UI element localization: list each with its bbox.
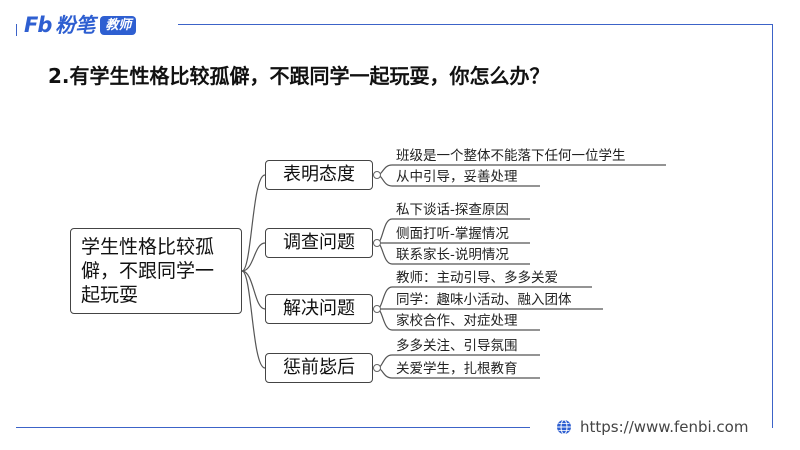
question-title: 2.有学生性格比较孤僻，不跟同学一起玩耍，你怎么办？ bbox=[48, 64, 550, 88]
leaf-item: 私下谈话-探查原因 bbox=[396, 202, 509, 218]
frame-right-line bbox=[772, 24, 773, 428]
connector-root-branch3 bbox=[241, 270, 266, 310]
leaf-item: 家校合作、对症处理 bbox=[396, 313, 518, 329]
connector-root-branch2 bbox=[241, 242, 266, 272]
collapse-toggle-icon[interactable] bbox=[373, 305, 381, 313]
collapse-toggle-icon[interactable] bbox=[373, 171, 381, 179]
frame-left-line bbox=[16, 24, 17, 36]
branch-node-investigate: 调查问题 bbox=[265, 228, 373, 258]
connector-root-branch1 bbox=[241, 174, 266, 272]
footer-url-text: https://www.fenbi.com bbox=[580, 418, 749, 436]
leaf-item: 班级是一个整体不能落下任何一位学生 bbox=[396, 148, 626, 164]
leaf-item: 从中引导，妥善处理 bbox=[396, 169, 518, 185]
brand-name: 粉笔 bbox=[55, 13, 96, 37]
connector-root-branch4 bbox=[241, 270, 266, 369]
leaf-item: 侧面打听-掌握情况 bbox=[396, 226, 509, 242]
globe-icon bbox=[556, 419, 572, 435]
brand-logo: Fb 粉笔 教师 bbox=[24, 12, 137, 38]
collapse-toggle-icon[interactable] bbox=[373, 239, 381, 247]
brand-mark: Fb bbox=[24, 13, 52, 37]
footer-url-link[interactable]: https://www.fenbi.com bbox=[556, 416, 748, 438]
branch-node-prevent: 惩前毖后 bbox=[265, 353, 373, 383]
leaf-item: 教师：主动引导、多多关爱 bbox=[396, 270, 558, 286]
frame-bottom-line bbox=[16, 427, 530, 428]
leaf-item: 关爱学生，扎根教育 bbox=[396, 361, 518, 377]
leaf-item: 联系家长-说明情况 bbox=[396, 247, 509, 263]
branch-node-attitude: 表明态度 bbox=[265, 160, 373, 190]
mindmap-root-node: 学生性格比较孤僻，不跟同学一起玩耍 bbox=[70, 228, 242, 314]
frame-top-line bbox=[178, 24, 772, 25]
branch-node-solve: 解决问题 bbox=[265, 294, 373, 324]
brand-badge: 教师 bbox=[100, 15, 137, 35]
leaf-item: 多多关注、引导氛围 bbox=[396, 338, 518, 354]
collapse-toggle-icon[interactable] bbox=[373, 364, 381, 372]
leaf-item: 同学：趣味小活动、融入团体 bbox=[396, 292, 572, 308]
